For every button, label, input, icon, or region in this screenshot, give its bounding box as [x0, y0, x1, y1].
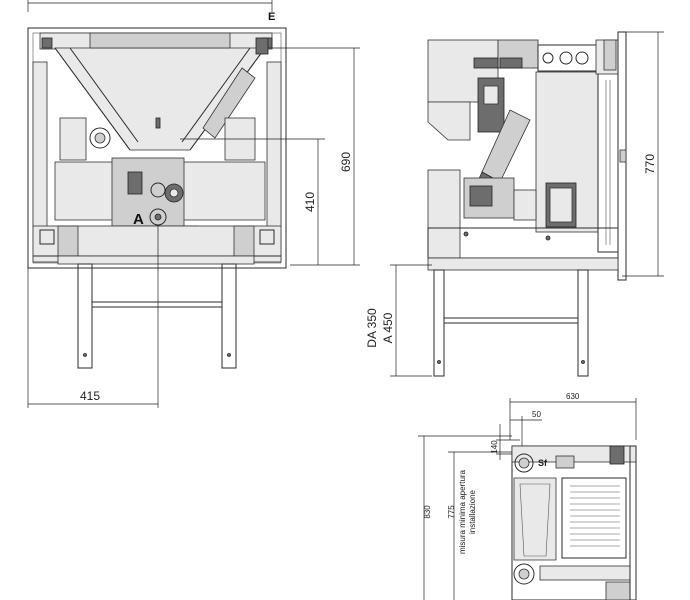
dim-140: 140 — [490, 440, 499, 454]
dim-410: 410 — [303, 192, 317, 212]
dim-50: 50 — [532, 410, 541, 419]
dim-775: 775 — [447, 505, 456, 519]
label-a: A — [133, 211, 144, 228]
dim-a-450: A 450 — [381, 312, 395, 343]
dim-830: 830 — [423, 505, 432, 519]
grille-slots — [570, 485, 620, 547]
label-e: E — [268, 11, 275, 23]
dim-415: 415 — [80, 389, 100, 403]
front-view: E A — [27, 0, 360, 408]
dim-770: 770 — [643, 154, 657, 174]
note-line-1: misura minima apertura — [458, 469, 467, 554]
dim-da-350: DA 350 — [365, 308, 379, 348]
label-sf: Sf — [538, 458, 548, 468]
dim-690: 690 — [339, 152, 353, 172]
side-view: 770 DA 350 A 450 — [365, 31, 664, 377]
note-line-2: installazione — [468, 489, 477, 534]
top-view: 630 50 140 830 775 misura minima apertur… — [418, 392, 637, 600]
dim-630: 630 — [566, 392, 580, 401]
